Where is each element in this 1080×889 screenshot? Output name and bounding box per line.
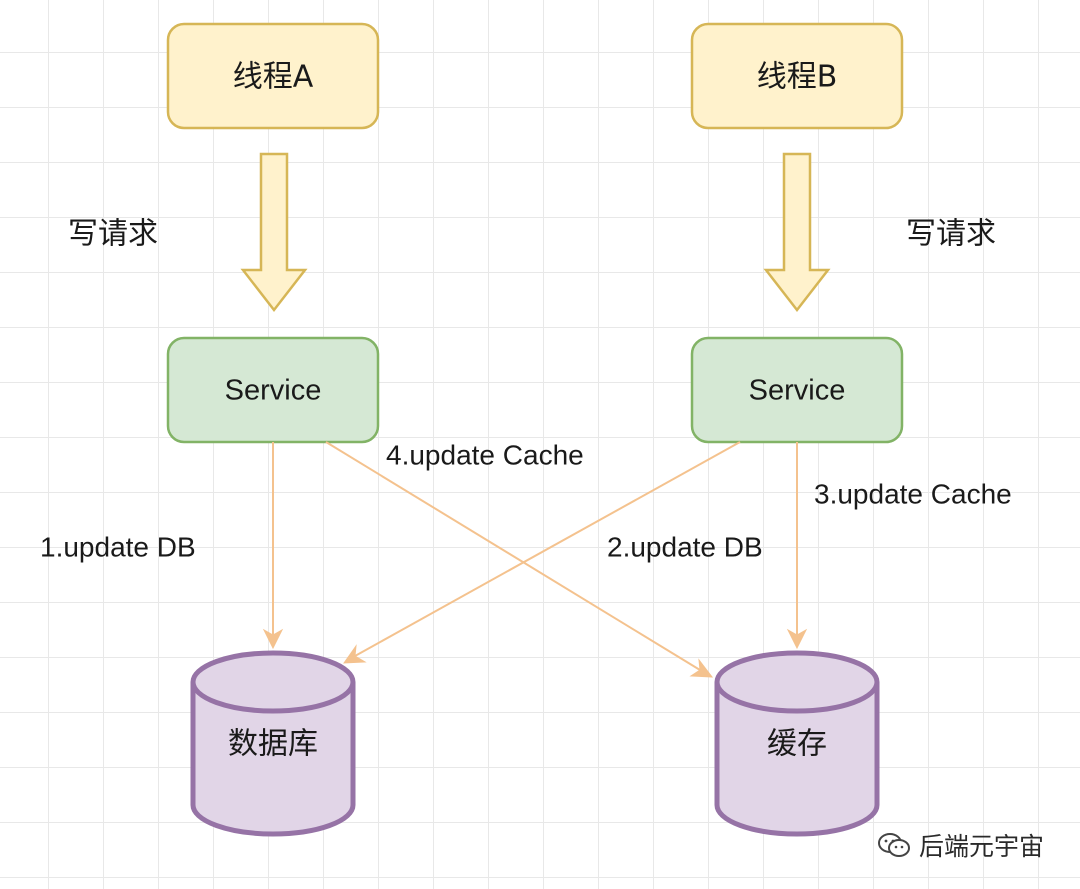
thread-b-label: 线程B — [757, 60, 838, 95]
service-b-node[interactable]: Service — [690, 336, 904, 444]
edge-3-label: 3.update Cache — [814, 478, 1012, 509]
database-label: 数据库 — [228, 727, 318, 762]
edge-2-arrowhead — [343, 644, 367, 664]
service-a-label: Service — [225, 375, 322, 407]
edge-4-arrowhead — [689, 658, 714, 678]
cache-label: 缓存 — [767, 727, 827, 762]
edge-2-label: 2.update DB — [607, 531, 763, 562]
watermark: 后端元宇宙 — [877, 827, 1044, 863]
request-arrow-b — [763, 152, 831, 313]
service-a-node[interactable]: Service — [166, 336, 380, 444]
watermark-text: 后端元宇宙 — [918, 832, 1044, 861]
thread-b-node[interactable]: 线程B — [690, 22, 904, 130]
wechat-icon — [877, 833, 910, 857]
service-b-label: Service — [749, 375, 846, 407]
edge-2-line — [354, 441, 741, 657]
edge-4-line — [325, 441, 701, 671]
edge-1-arrowhead — [262, 628, 284, 650]
request-arrow-a — [240, 152, 308, 313]
database-node[interactable]: 数据库 — [190, 650, 356, 837]
thread-a-label: 线程A — [233, 60, 314, 95]
write-request-label-left: 写请求 — [68, 217, 158, 252]
edge-3-arrowhead — [786, 628, 808, 650]
thread-a-node[interactable]: 线程A — [166, 22, 380, 130]
cache-node[interactable]: 缓存 — [714, 650, 880, 837]
edge-1-label: 1.update DB — [40, 531, 196, 562]
write-request-label-right: 写请求 — [906, 217, 996, 252]
edge-4-label: 4.update Cache — [386, 439, 584, 470]
